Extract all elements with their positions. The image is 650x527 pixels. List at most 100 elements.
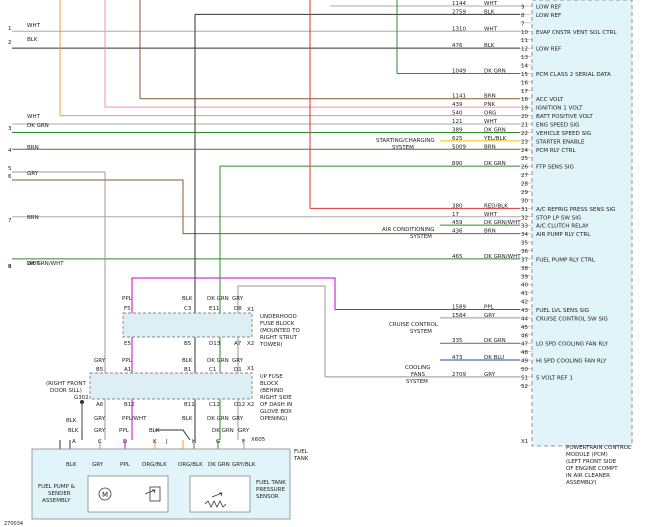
ip-label-2: BLOCK <box>260 381 279 387</box>
underhood-x1: X1 <box>247 307 254 313</box>
underhood-bottom-pin: A7 <box>234 341 242 347</box>
underhood-bottom-pin: B5 <box>184 341 192 347</box>
pin-number: 18 <box>521 97 528 103</box>
pin-signal-label: FUEL LVL SENS SIG <box>536 308 589 314</box>
pin-number: 16 <box>521 80 528 86</box>
circuit-number: 476 <box>452 43 463 49</box>
ip-low-color: GRY <box>94 416 106 422</box>
circuit-number: 5009 <box>452 144 466 150</box>
pin-number: 41 <box>521 291 528 297</box>
pin-number: 51 <box>521 375 528 381</box>
tank-connector-pin: G <box>216 439 220 445</box>
tank-top-color: GRY <box>238 428 250 434</box>
ip-low-color: PPL/WHT <box>122 416 147 422</box>
wire-color-label: WHT <box>484 1 498 7</box>
wire-color-label: DK GRN/WHT <box>484 220 521 226</box>
underhood-x2: X2 <box>247 341 254 347</box>
pin-number: 33 <box>521 224 528 230</box>
wire-color-label: DK BLU <box>484 355 504 361</box>
pump-label-3: ASSEMBLY <box>42 498 71 504</box>
ip-label-3: (BEHIND <box>260 388 284 394</box>
wire-color-label: DK GRN/WHT <box>484 254 521 260</box>
pin-signal-label: STOP LP SW SIG <box>536 215 581 221</box>
cruise-system-label-2: SYSTEM <box>410 329 432 335</box>
tank-inside-color: BLK <box>66 462 77 468</box>
circuit-number: 335 <box>452 338 463 344</box>
circuit-number: 890 <box>452 161 463 167</box>
pin-signal-label: FUEL PUMP RLY CTRL <box>536 257 596 263</box>
tank-connector-pin: F <box>242 439 245 445</box>
underhood-top-pin: D8 <box>234 306 242 312</box>
ip-top-pin: A1 <box>124 367 131 373</box>
pump-label-2: SENDER <box>48 491 71 497</box>
tank-top-color: DK GRN <box>212 428 234 434</box>
pin-signal-label: BATT POSITIVE VOLT <box>536 114 593 120</box>
left-wire-number: 5 <box>8 166 12 172</box>
pin-number: 17 <box>521 89 528 95</box>
ip-low-color: GRY <box>232 416 244 422</box>
fuel-tank-connector: X605 <box>251 437 266 443</box>
underhood-bottom-pin: D13 <box>209 341 221 347</box>
left-wire-color: WHT <box>27 261 41 267</box>
ground-wire-color: BLK <box>66 418 77 424</box>
pin-signal-label: LOW REF <box>536 47 561 53</box>
ac-system-label-2: SYSTEM <box>410 234 432 240</box>
circuit-number: 121 <box>452 119 463 125</box>
pin-number: 23 <box>521 139 528 145</box>
circuit-number: 439 <box>452 102 463 108</box>
pin-signal-label: A/C CLUTCH RELAY <box>536 224 589 230</box>
circuit-number: 1584 <box>452 313 466 319</box>
ip-label-1: I/P FUSE <box>260 374 283 380</box>
ip-bottom-pin: A6 <box>96 402 104 408</box>
pin-number: 8 <box>521 13 525 19</box>
tank-inside-color: GRY/BLK <box>232 462 256 468</box>
pin-signal-label: VEHICLE SPEED SIG <box>536 131 591 137</box>
circuit-number: 2759 <box>452 9 466 15</box>
pin-number: 29 <box>521 190 528 196</box>
circuit-number: 380 <box>452 203 463 209</box>
pin-number: 28 <box>521 182 528 188</box>
wire-color-label: ORG <box>484 111 496 117</box>
pin-signal-label: 5 VOLT REF 1 <box>536 375 573 381</box>
wire-color-label: BRN <box>484 94 496 100</box>
left-wire-color: BRN <box>27 145 39 151</box>
circuit-number: 1589 <box>452 304 466 310</box>
underhood-label-1: UNDERHOOD <box>260 314 297 320</box>
motor-letter: M <box>102 491 108 499</box>
wire-color-label: DK GRN <box>484 68 506 74</box>
pin-number: 19 <box>521 106 528 112</box>
circuit-number: 17 <box>452 212 459 218</box>
pin-number: 26 <box>521 165 528 171</box>
fuel-sender-resistor-icon <box>149 486 161 502</box>
ip-mid-color: DK GRN <box>207 358 229 364</box>
pin-number: 42 <box>521 300 528 306</box>
pin-number: 14 <box>521 64 528 70</box>
left-wire-number: 9 <box>8 264 12 270</box>
wire-runs <box>12 0 520 476</box>
underhood-label-2: FUSE BLOCK <box>260 321 295 327</box>
wire-color-label: WHT <box>484 26 498 32</box>
circuit-number: 465 <box>452 254 463 260</box>
pin-number: 39 <box>521 274 528 280</box>
pin-signal-label: STARTER ENABLE <box>536 139 585 145</box>
left-wire-number: 3 <box>8 126 12 132</box>
tank-top-color: BLK <box>149 428 160 434</box>
ip-low-color: DK GRN <box>207 416 229 422</box>
pin-number: 40 <box>521 283 528 289</box>
pin-number: 35 <box>521 241 528 247</box>
pin-number: 10 <box>521 30 528 36</box>
ip-fuse-block <box>89 372 253 400</box>
circuit-number: 389 <box>452 127 463 133</box>
sensor-label-3: SENSOR <box>256 494 279 500</box>
pin-number: 32 <box>521 215 528 221</box>
underhood-label-5: TOWER) <box>259 342 283 348</box>
pin-signal-label: ACC VOLT <box>536 97 564 103</box>
wire-color-label: DK GRN <box>484 161 506 167</box>
pin-number: 34 <box>521 232 528 238</box>
ip-bottom-pin: B11 <box>184 402 195 408</box>
wire-color-label: PPL <box>484 304 495 310</box>
underhood-top-color: BLK <box>182 296 193 302</box>
underhood-top-color: GRY <box>232 296 244 302</box>
ip-label-4: RIGHT SIDE <box>260 395 292 401</box>
tank-connector-pin: K <box>153 439 157 445</box>
